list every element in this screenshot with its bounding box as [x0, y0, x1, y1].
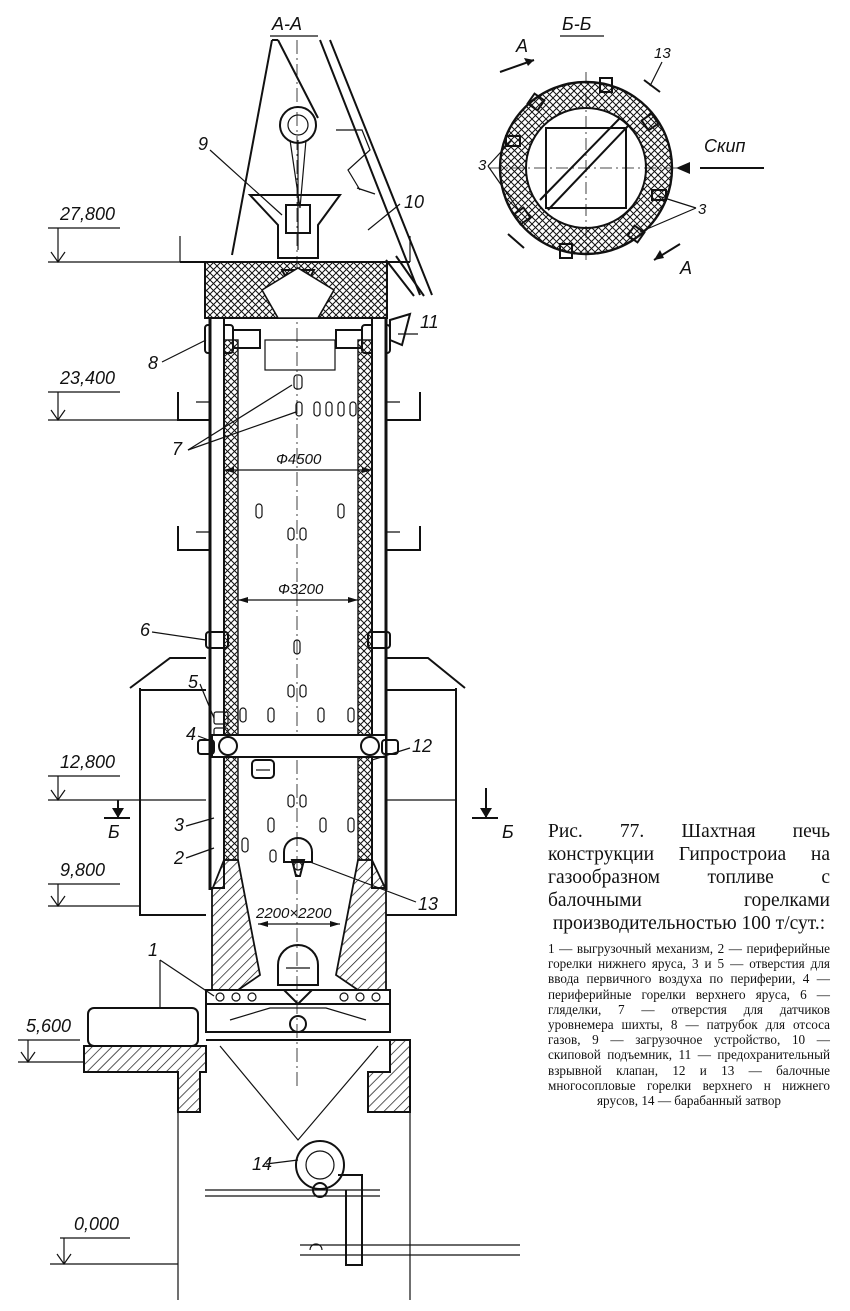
elevation-23400: 23,400	[48, 368, 178, 422]
dim-bottom-opening: 2200×2200	[255, 905, 332, 922]
lower-beam-burner	[283, 837, 313, 877]
svg-text:А: А	[515, 36, 528, 56]
bb-callout-3-left: 3	[478, 157, 487, 174]
callout-5: 5	[188, 672, 199, 692]
unloading-mechanism	[87, 989, 391, 1047]
elevation-0000: 0,000	[50, 1214, 178, 1266]
skip-hoist	[231, 39, 433, 297]
caption-title: Рис. 77. Шахтная печь конструкции Гипрос…	[548, 821, 830, 934]
foundation	[83, 1039, 411, 1300]
section-bb-view: Б-Б 13 3 3 А А Скип	[478, 14, 764, 278]
callout-11: 11	[420, 312, 439, 332]
svg-text:27,800: 27,800	[59, 204, 115, 224]
section-aa-view: А-А	[83, 14, 520, 1300]
callout-14: 14	[252, 1154, 272, 1174]
elevation-27800: 27,800	[48, 204, 210, 264]
callout-9: 9	[198, 134, 208, 154]
callout-2: 2	[173, 848, 184, 868]
svg-text:А: А	[679, 258, 692, 278]
elevation-12800: 12,800	[48, 752, 140, 802]
callout-10: 10	[404, 192, 424, 212]
section-cut-bb-markers: Б Б	[104, 788, 514, 842]
elevation-marks: 27,800 23,400 12,800 9,800	[18, 204, 210, 1266]
elevation-5600: 5,600	[18, 1016, 84, 1064]
lower-cone: 2200×2200	[211, 859, 387, 991]
callout-7: 7	[172, 439, 183, 459]
svg-text:12,800: 12,800	[60, 752, 115, 772]
svg-text:5,600: 5,600	[26, 1016, 71, 1036]
section-bb-title: Б-Б	[562, 14, 592, 34]
svg-text:Б: Б	[502, 822, 514, 842]
upper-beam-burner	[197, 734, 399, 779]
sensor-holes	[239, 374, 357, 863]
bb-callout-13: 13	[654, 45, 671, 62]
figure-caption: Рис. 77. Шахтная печь конструкции Гипрос…	[548, 820, 830, 1108]
callout-1: 1	[148, 940, 158, 960]
svg-text:23,400: 23,400	[59, 368, 115, 388]
section-aa-title: А-А	[271, 14, 302, 34]
callout-labels: 9 10 11 8 7 6 5 4 3 2 12 13 1 14	[140, 134, 439, 1174]
dim-mid-diameter: Ф3200	[278, 581, 324, 598]
building-housing	[129, 657, 466, 916]
callout-6: 6	[140, 620, 151, 640]
callout-8: 8	[148, 353, 158, 373]
svg-text:9,800: 9,800	[60, 860, 105, 880]
bb-callout-3-right: 3	[698, 201, 707, 218]
callout-12: 12	[412, 736, 432, 756]
skip-label: Скип	[704, 136, 746, 156]
svg-text:Б: Б	[108, 822, 120, 842]
callout-13: 13	[418, 894, 438, 914]
callout-4: 4	[186, 724, 196, 744]
caption-legend: 1 — выгрузочный механизм, 2 — периферийн…	[548, 941, 830, 1109]
elevation-9800: 9,800	[48, 860, 140, 908]
callout-3: 3	[174, 815, 184, 835]
svg-text:0,000: 0,000	[74, 1214, 119, 1234]
dim-top-diameter: Ф4500	[276, 451, 322, 468]
diameter-dims: Ф4500 Ф3200	[224, 451, 372, 603]
shaft-walls	[208, 317, 388, 890]
drum-valve	[295, 1140, 520, 1266]
